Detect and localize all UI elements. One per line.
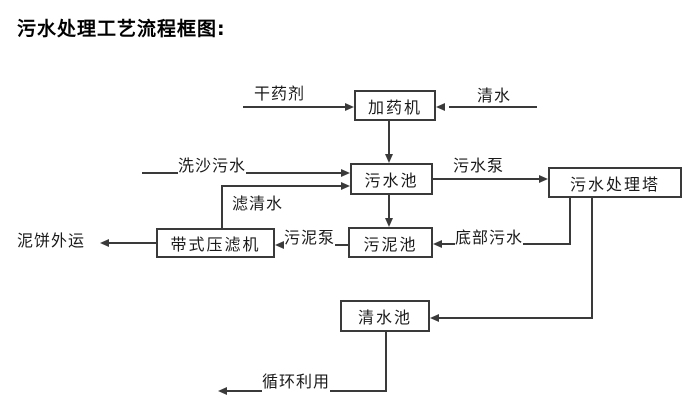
node-belt-filter-press: 带式压滤机 <box>156 228 275 258</box>
connector-tower-to-clear-drop <box>591 198 593 319</box>
connector-dry-chemical <box>243 106 346 108</box>
connector-tower-to-clear <box>439 317 593 319</box>
edge-label-sand-washing: 洗沙污水 <box>178 152 247 176</box>
connector-filtered-water <box>221 185 341 187</box>
arrowhead-down-icon <box>385 218 393 227</box>
arrowhead-right-icon <box>345 103 354 111</box>
connector-sewage-pump <box>433 178 539 180</box>
edge-label-recycle-use: 循环利用 <box>262 368 331 392</box>
edge-label-sewage-pump: 污水泵 <box>453 152 505 176</box>
page-title: 污水处理工艺流程框图: <box>17 18 226 40</box>
arrowhead-right-icon <box>539 175 548 183</box>
node-dosing-machine: 加药机 <box>354 90 436 121</box>
edge-label-bottom-sewage: 底部污水 <box>455 224 524 248</box>
arrowhead-left-icon <box>436 103 445 111</box>
connector-filtered-water-riser <box>221 185 223 228</box>
arrowhead-left-icon <box>275 241 284 249</box>
connector-clean-water <box>449 106 537 108</box>
arrowhead-right-icon <box>341 182 350 190</box>
connector-mud-cake <box>109 242 156 244</box>
edge-label-sludge-pump: 污泥泵 <box>284 224 336 248</box>
arrowhead-left-icon <box>100 239 109 247</box>
arrowhead-down-icon <box>385 154 393 163</box>
node-sludge-pool: 污泥池 <box>348 227 433 258</box>
edge-label-filtered-water: 滤清水 <box>232 190 284 214</box>
node-clear-water-pool: 清水池 <box>340 300 430 332</box>
arrowhead-left-icon <box>430 314 439 322</box>
connector-recycle-drop <box>385 332 387 392</box>
connector-sewage-to-sludge <box>388 195 390 218</box>
arrowhead-left-icon <box>218 387 227 395</box>
edge-label-dry-chemical: 干药剂 <box>254 80 306 104</box>
connector-dosing-to-sewage <box>388 121 390 154</box>
edge-label-clean-water: 清水 <box>477 82 512 106</box>
node-sewage-pool: 污水池 <box>350 163 433 195</box>
connector-bottom-sewage-drop <box>569 198 571 245</box>
node-treatment-tower: 污水处理塔 <box>548 167 682 198</box>
edge-label-mud-cake: 泥饼外运 <box>17 227 86 251</box>
arrowhead-right-icon <box>341 169 350 177</box>
arrowhead-left-icon <box>433 240 442 248</box>
